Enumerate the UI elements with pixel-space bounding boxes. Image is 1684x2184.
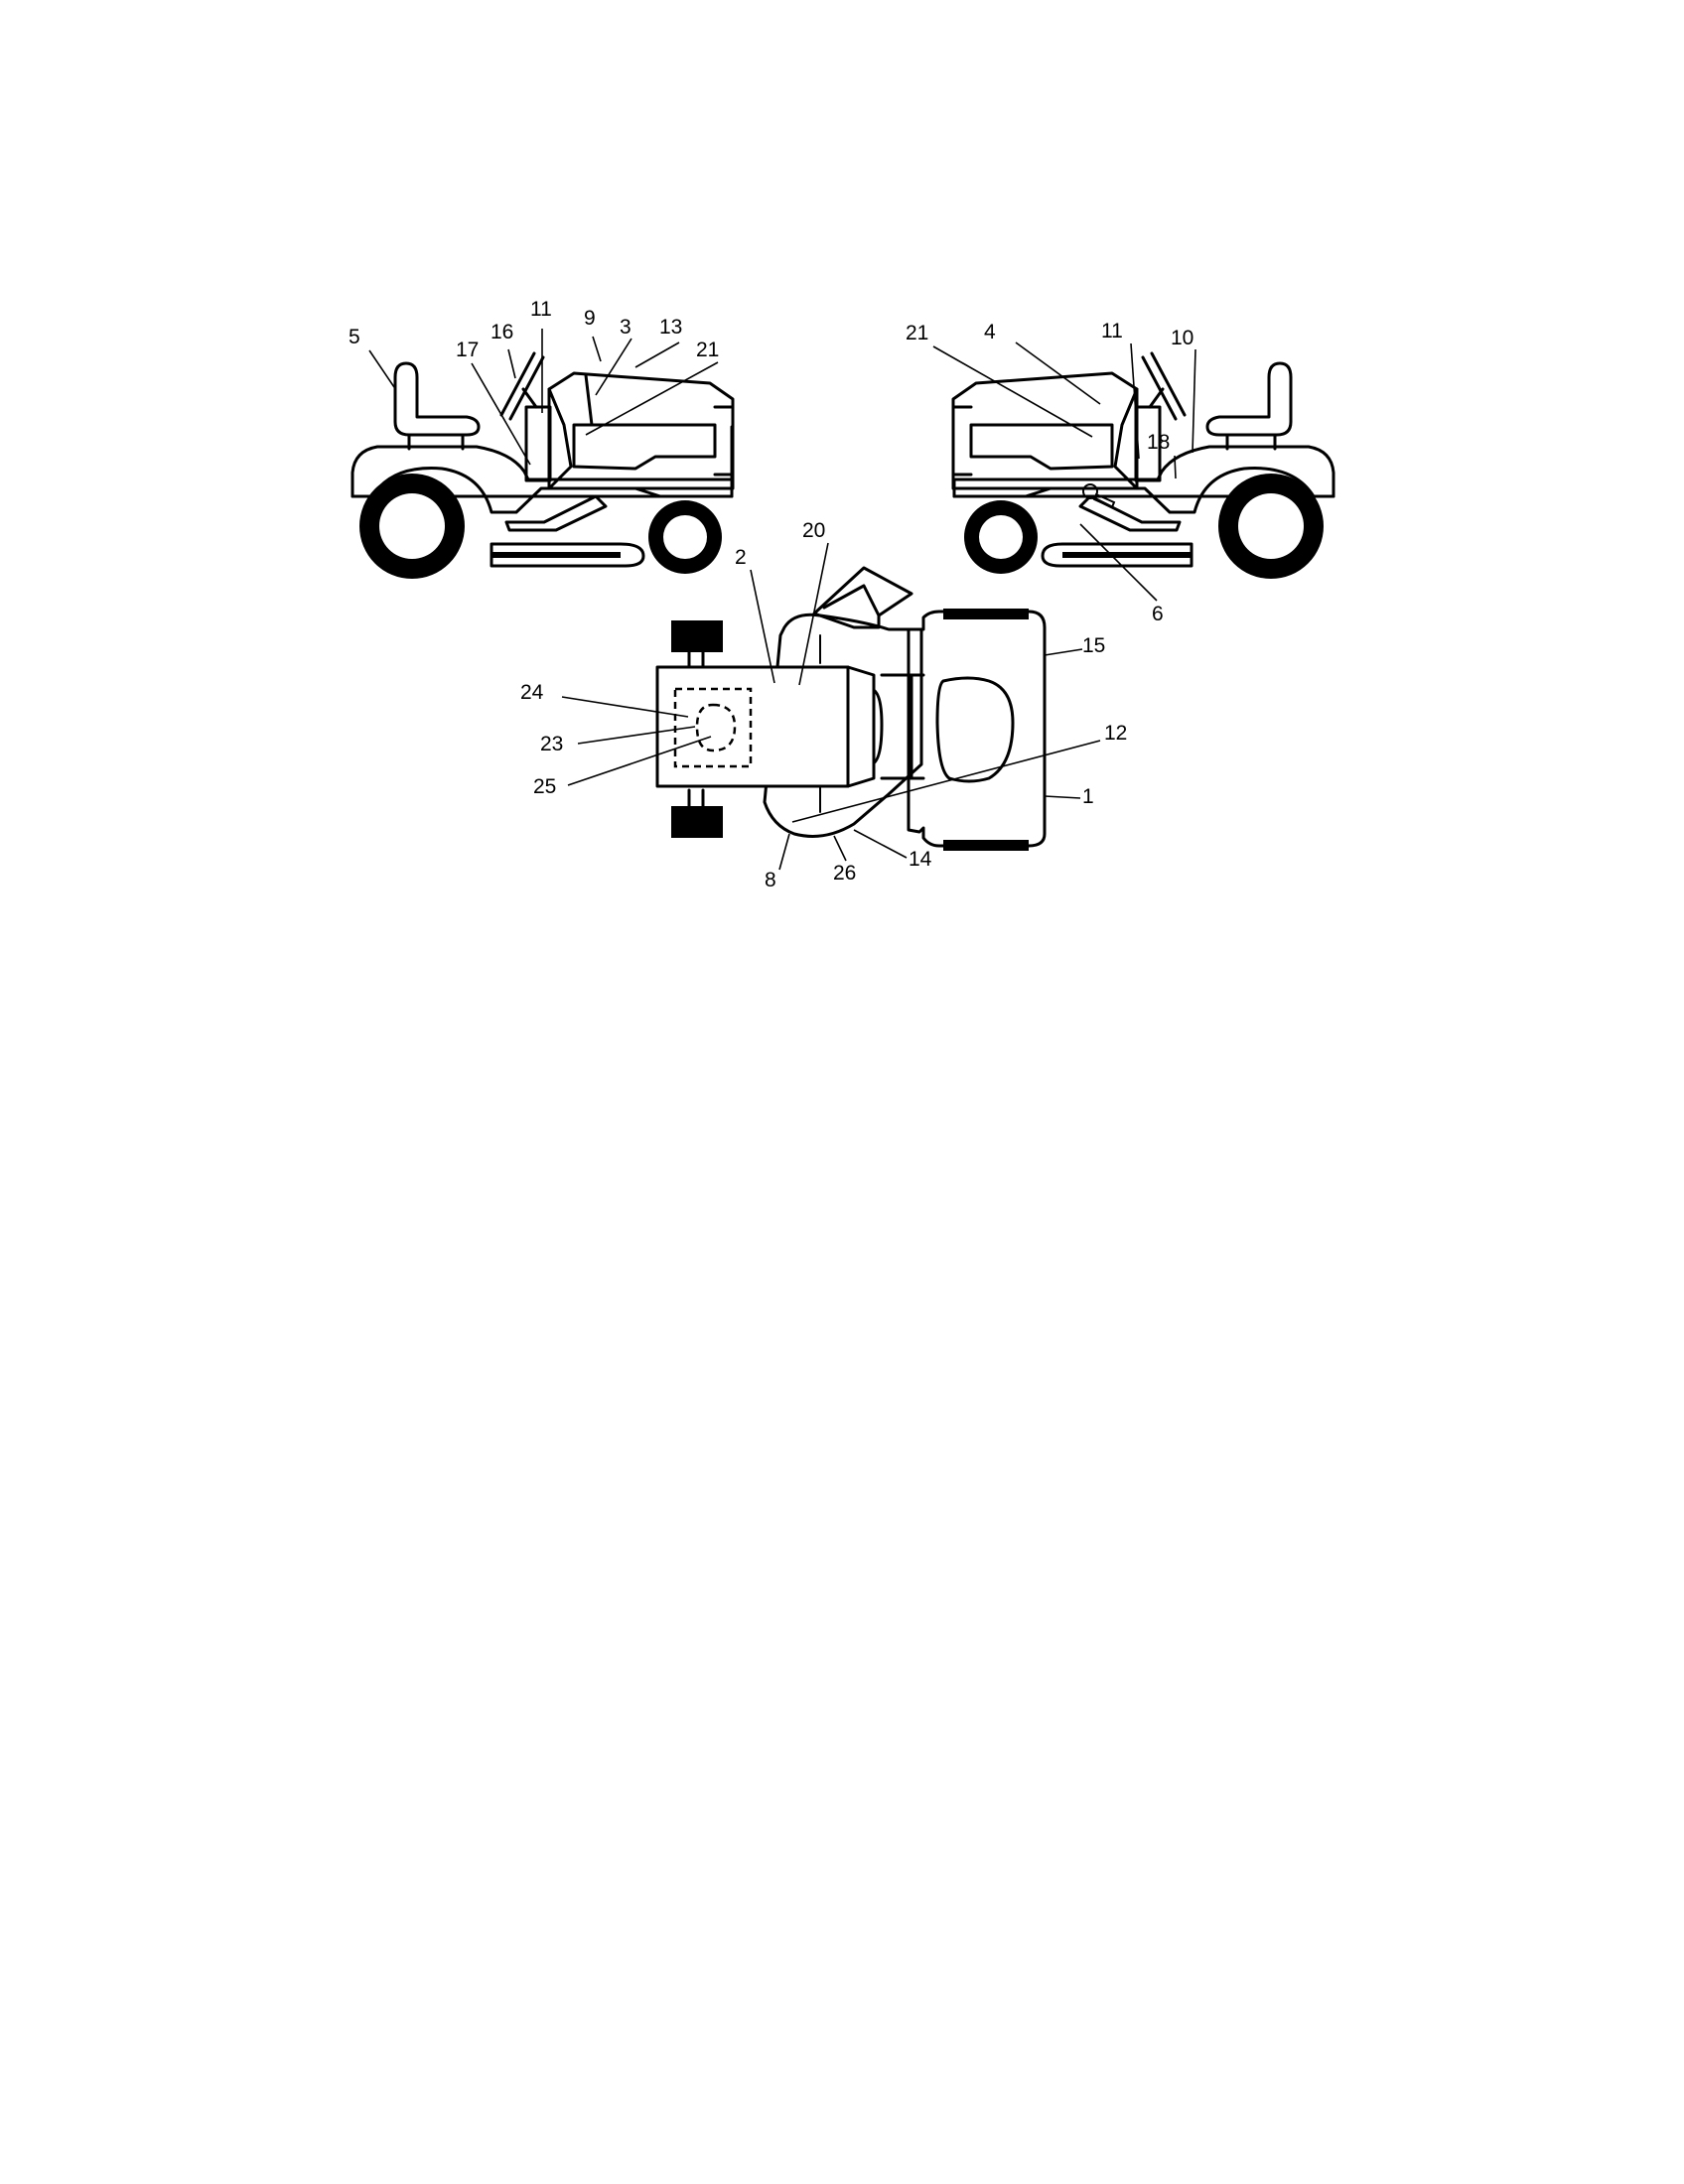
front-wheel <box>964 500 1038 574</box>
callout-15: 15 <box>1082 634 1105 657</box>
front-wheel-bottom <box>671 788 723 838</box>
front-wheel <box>648 500 722 574</box>
callout-12: 12 <box>1104 722 1127 745</box>
discharge-chute <box>812 566 913 629</box>
tractor-right-side-view <box>951 351 1335 579</box>
callout-21: 21 <box>906 322 928 344</box>
callout-2: 2 <box>735 546 747 569</box>
callouts-top-view: 2 20 15 24 23 25 12 1 14 8 26 <box>520 519 1127 891</box>
callout-23: 23 <box>540 733 563 755</box>
front-wheel-top <box>671 620 723 673</box>
callout-20: 20 <box>802 519 825 542</box>
callout-24: 24 <box>520 681 544 704</box>
callout-16: 16 <box>491 321 513 343</box>
seat <box>1205 361 1293 451</box>
seat-top <box>935 676 1015 783</box>
mower-deck <box>490 494 645 568</box>
callout-10: 10 <box>1171 327 1193 349</box>
callout-8: 8 <box>765 869 776 891</box>
callout-25: 25 <box>533 775 556 798</box>
callouts-right-view: 21 4 11 10 18 6 <box>906 320 1193 625</box>
dash-panel <box>1134 405 1162 482</box>
engine-outline <box>673 687 753 768</box>
dash-panel <box>524 405 552 482</box>
callout-3: 3 <box>620 316 632 339</box>
callout-21: 21 <box>696 339 719 361</box>
callout-13: 13 <box>659 316 682 339</box>
callout-4: 4 <box>984 321 996 343</box>
rear-wheel <box>359 474 465 579</box>
callout-18: 18 <box>1147 431 1170 454</box>
steering-wheel <box>1141 351 1187 421</box>
hood <box>547 371 735 490</box>
callout-17: 17 <box>456 339 479 361</box>
callout-11: 11 <box>530 298 552 321</box>
callout-26: 26 <box>833 862 856 885</box>
mower-deck <box>1041 494 1193 568</box>
rear-wheel-top <box>943 609 1029 619</box>
callout-6: 6 <box>1152 603 1164 625</box>
callout-9: 9 <box>584 307 596 330</box>
callout-14: 14 <box>909 848 932 871</box>
leader-lines <box>368 329 1196 871</box>
rear-body-top <box>907 610 1047 848</box>
callouts-left-view: 5 16 11 9 3 13 17 21 <box>349 298 719 361</box>
callout-1: 1 <box>1082 785 1094 808</box>
engine-filter-outline <box>695 703 737 752</box>
rear-fender <box>952 445 1335 498</box>
tractor-left-side-view <box>351 351 735 579</box>
mower-deck-outline <box>763 613 923 838</box>
callout-11: 11 <box>1101 320 1123 342</box>
callout-5: 5 <box>349 326 360 348</box>
steering-wheel <box>499 351 545 421</box>
tractor-top-view <box>655 566 1047 851</box>
seat <box>393 361 481 451</box>
rear-wheel <box>1218 474 1324 579</box>
hood <box>951 371 1139 490</box>
